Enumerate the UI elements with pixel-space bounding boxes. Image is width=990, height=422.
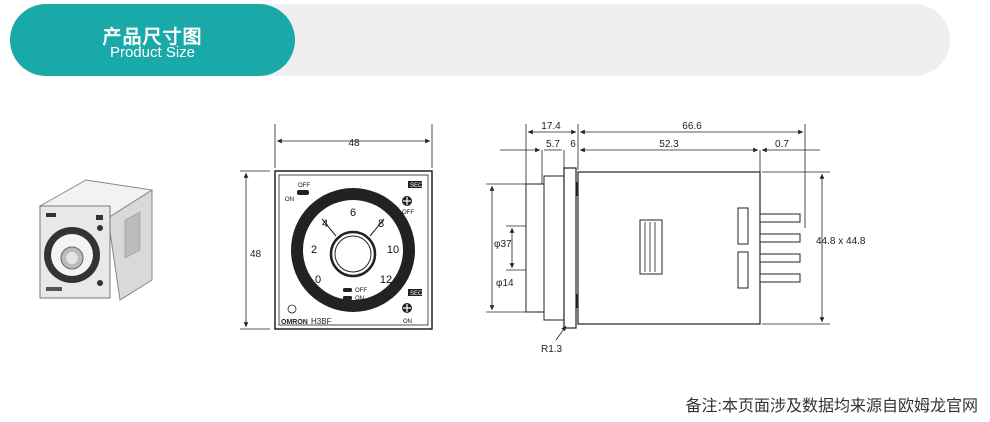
front-on-label-top: ON	[285, 197, 294, 203]
front-off-label-right: OFF	[402, 210, 414, 216]
dim-phi14: φ14	[496, 278, 514, 289]
dim-66-6: 66.6	[682, 121, 702, 132]
dim-0-7: 0.7	[775, 139, 789, 150]
dial-num-0: 0	[315, 274, 321, 286]
front-off-label-top: OFF	[298, 183, 310, 189]
dim-radius: R1.3	[541, 344, 563, 355]
section-title-pill: 产品尺寸图 Product Size	[10, 4, 295, 76]
section-title-en: Product Size	[109, 44, 196, 61]
footer-note: 备注:本页面涉及数据均来源自欧姆龙官网	[685, 398, 978, 415]
dim-phi37: φ37	[494, 239, 512, 250]
dial-num-10: 10	[387, 244, 399, 256]
product-photo	[38, 179, 154, 301]
sec-badge-bottom: SEC	[410, 291, 423, 297]
dial-num-4: 4	[322, 218, 328, 230]
front-height-dim: 48	[250, 249, 262, 260]
section-title-cn: 产品尺寸图	[102, 27, 203, 48]
dim-6: 6	[570, 139, 576, 150]
front-on-label-bottom: ON	[403, 319, 412, 325]
front-view: 48 48 OFF ON SEC OFF 0 2 4 6 8 10 12	[240, 124, 433, 330]
dial-on-label: ON	[355, 296, 364, 302]
dial-num-8: 8	[378, 218, 384, 230]
front-width-dim: 48	[348, 138, 360, 149]
sec-badge-top: SEC	[410, 183, 423, 189]
omron-logo-icon	[287, 304, 297, 314]
dim-5-7: 5.7	[546, 139, 560, 150]
model-name: H3BF	[311, 317, 332, 326]
side-view: 17.4 66.6 5.7 6 52.3 0.7	[486, 121, 866, 355]
dial-num-6: 6	[350, 207, 356, 219]
dim-52-3: 52.3	[659, 139, 679, 150]
dial-off-label: OFF	[355, 288, 367, 294]
brand-name: OMRON	[281, 319, 308, 326]
dim-square: 44.8 x 44.8	[816, 236, 866, 247]
dial-num-12: 12	[380, 274, 392, 286]
dim-17-4: 17.4	[541, 121, 561, 132]
dial-num-2: 2	[311, 244, 317, 256]
